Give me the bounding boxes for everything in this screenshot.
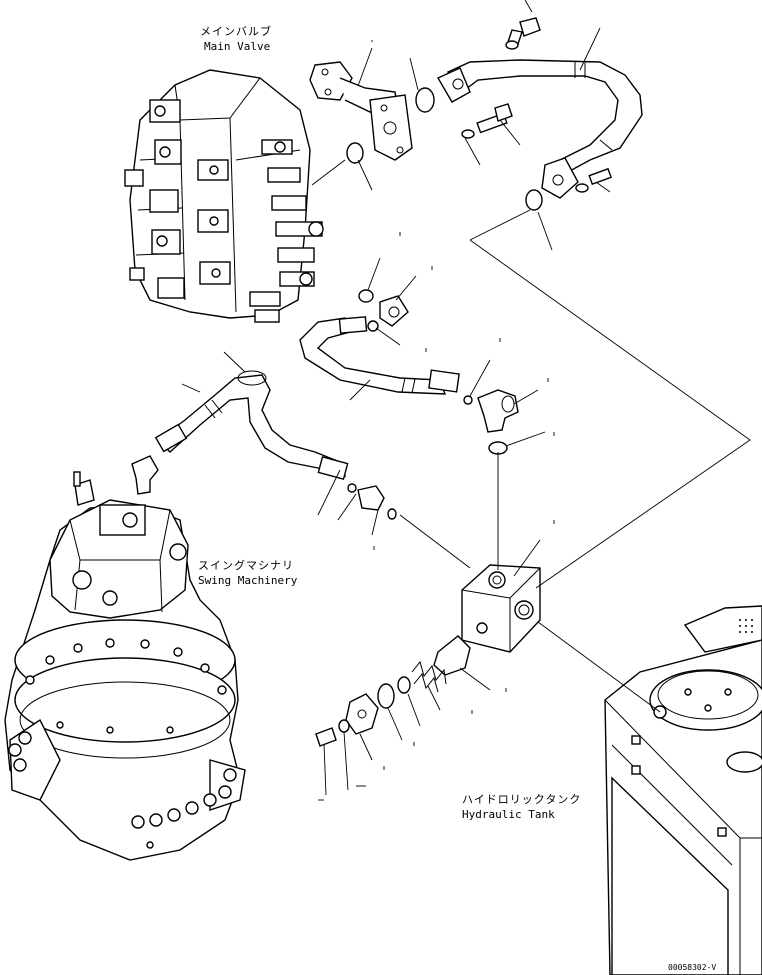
curved-pipe	[437, 59, 643, 199]
adapter	[379, 295, 409, 327]
o-ring	[347, 483, 357, 493]
hydraulic-tank	[604, 605, 762, 975]
bolt	[315, 727, 337, 747]
main-valve-label-jp: メインバルブ	[200, 25, 272, 38]
bolt	[575, 167, 613, 193]
adapter	[357, 485, 385, 511]
o-ring	[346, 142, 364, 164]
bolt-circle	[8, 638, 237, 849]
callout-marks	[318, 40, 555, 801]
washer	[338, 719, 350, 733]
main-valve	[124, 69, 324, 323]
elbow-fitting	[131, 455, 159, 495]
hydraulic-tank-label-jp: ハイドロリックタンク	[462, 793, 582, 806]
middle-hose	[299, 316, 460, 395]
swing-machinery-label-en: Swing Machinery	[198, 574, 298, 587]
upper-flange-pipe	[309, 61, 413, 161]
o-ring	[397, 676, 411, 694]
bolt	[505, 17, 541, 50]
o-ring	[387, 508, 397, 520]
o-ring	[525, 189, 543, 211]
drawing-code: 00058302-V	[668, 963, 717, 972]
o-ring	[463, 395, 473, 405]
spring	[411, 660, 447, 693]
o-ring	[377, 683, 395, 709]
hydraulic-tank-label-en: Hydraulic Tank	[462, 808, 555, 821]
o-ring	[367, 320, 379, 332]
check-valve-poppet	[433, 635, 471, 676]
check-valve-block	[461, 564, 541, 653]
swing-machinery	[4, 471, 246, 861]
lower-hose	[154, 370, 349, 480]
bolt	[461, 103, 513, 139]
o-ring	[415, 87, 435, 113]
elbow-fitting	[477, 389, 519, 433]
main-valve-label-en: Main Valve	[204, 40, 271, 53]
connection-lines	[181, 0, 751, 796]
swing-machinery-label-jp: スイングマシナリ	[198, 559, 294, 572]
o-ring	[358, 289, 374, 303]
cover-plate	[345, 693, 379, 735]
tank-grille	[739, 619, 753, 633]
